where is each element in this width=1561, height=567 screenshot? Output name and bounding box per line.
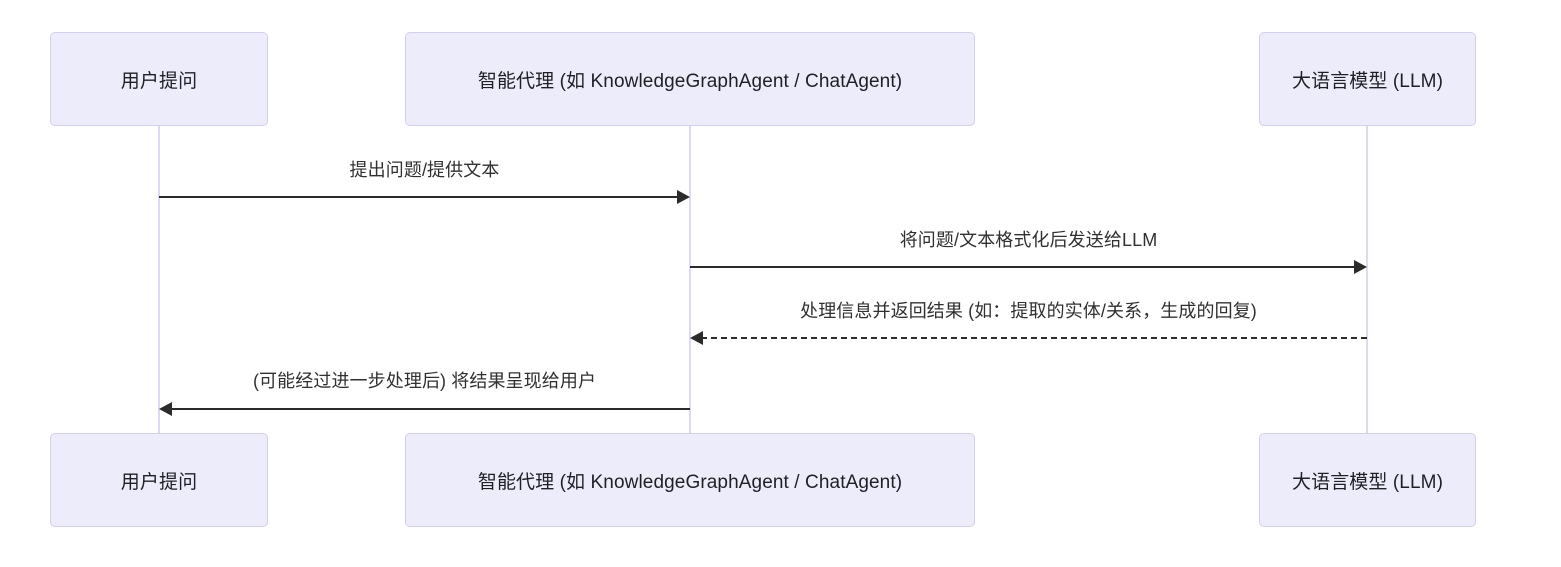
message-label-3: 处理信息并返回结果 (如：提取的实体/关系，生成的回复): [800, 301, 1257, 321]
participant-label-llm: 大语言模型 (LLM): [1292, 471, 1443, 493]
participant-box-user-bottom[interactable]: 用户提问: [50, 433, 268, 527]
message-label-2: 将问题/文本格式化后发送给LLM: [899, 230, 1158, 250]
message-line-1: [159, 196, 679, 198]
participant-box-llm-bottom[interactable]: 大语言模型 (LLM): [1259, 433, 1476, 527]
lifeline-agent: [689, 126, 691, 433]
participant-box-agent-top[interactable]: 智能代理 (如 KnowledgeGraphAgent / ChatAgent): [405, 32, 975, 126]
participant-label-user: 用户提问: [120, 70, 198, 92]
participant-label-agent: 智能代理 (如 KnowledgeGraphAgent / ChatAgent): [477, 70, 903, 92]
message-line-4: [170, 408, 690, 410]
lifeline-llm: [1366, 126, 1368, 433]
message-line-3: [701, 337, 1367, 339]
message-label-4: (可能经过进一步处理后) 将结果呈现给用户: [252, 371, 597, 391]
participant-box-user-top[interactable]: 用户提问: [50, 32, 268, 126]
participant-label-agent: 智能代理 (如 KnowledgeGraphAgent / ChatAgent): [477, 471, 903, 493]
message-arrowhead-2: [1354, 260, 1367, 274]
participant-label-llm: 大语言模型 (LLM): [1292, 70, 1443, 92]
message-arrowhead-3: [690, 331, 703, 345]
participant-box-agent-bottom[interactable]: 智能代理 (如 KnowledgeGraphAgent / ChatAgent): [405, 433, 975, 527]
message-arrowhead-1: [677, 190, 690, 204]
lifeline-user: [158, 126, 160, 433]
message-arrowhead-4: [159, 402, 172, 416]
message-label-1: 提出问题/提供文本: [349, 160, 500, 180]
participant-box-llm-top[interactable]: 大语言模型 (LLM): [1259, 32, 1476, 126]
message-line-2: [690, 266, 1356, 268]
participant-label-user: 用户提问: [120, 471, 198, 493]
